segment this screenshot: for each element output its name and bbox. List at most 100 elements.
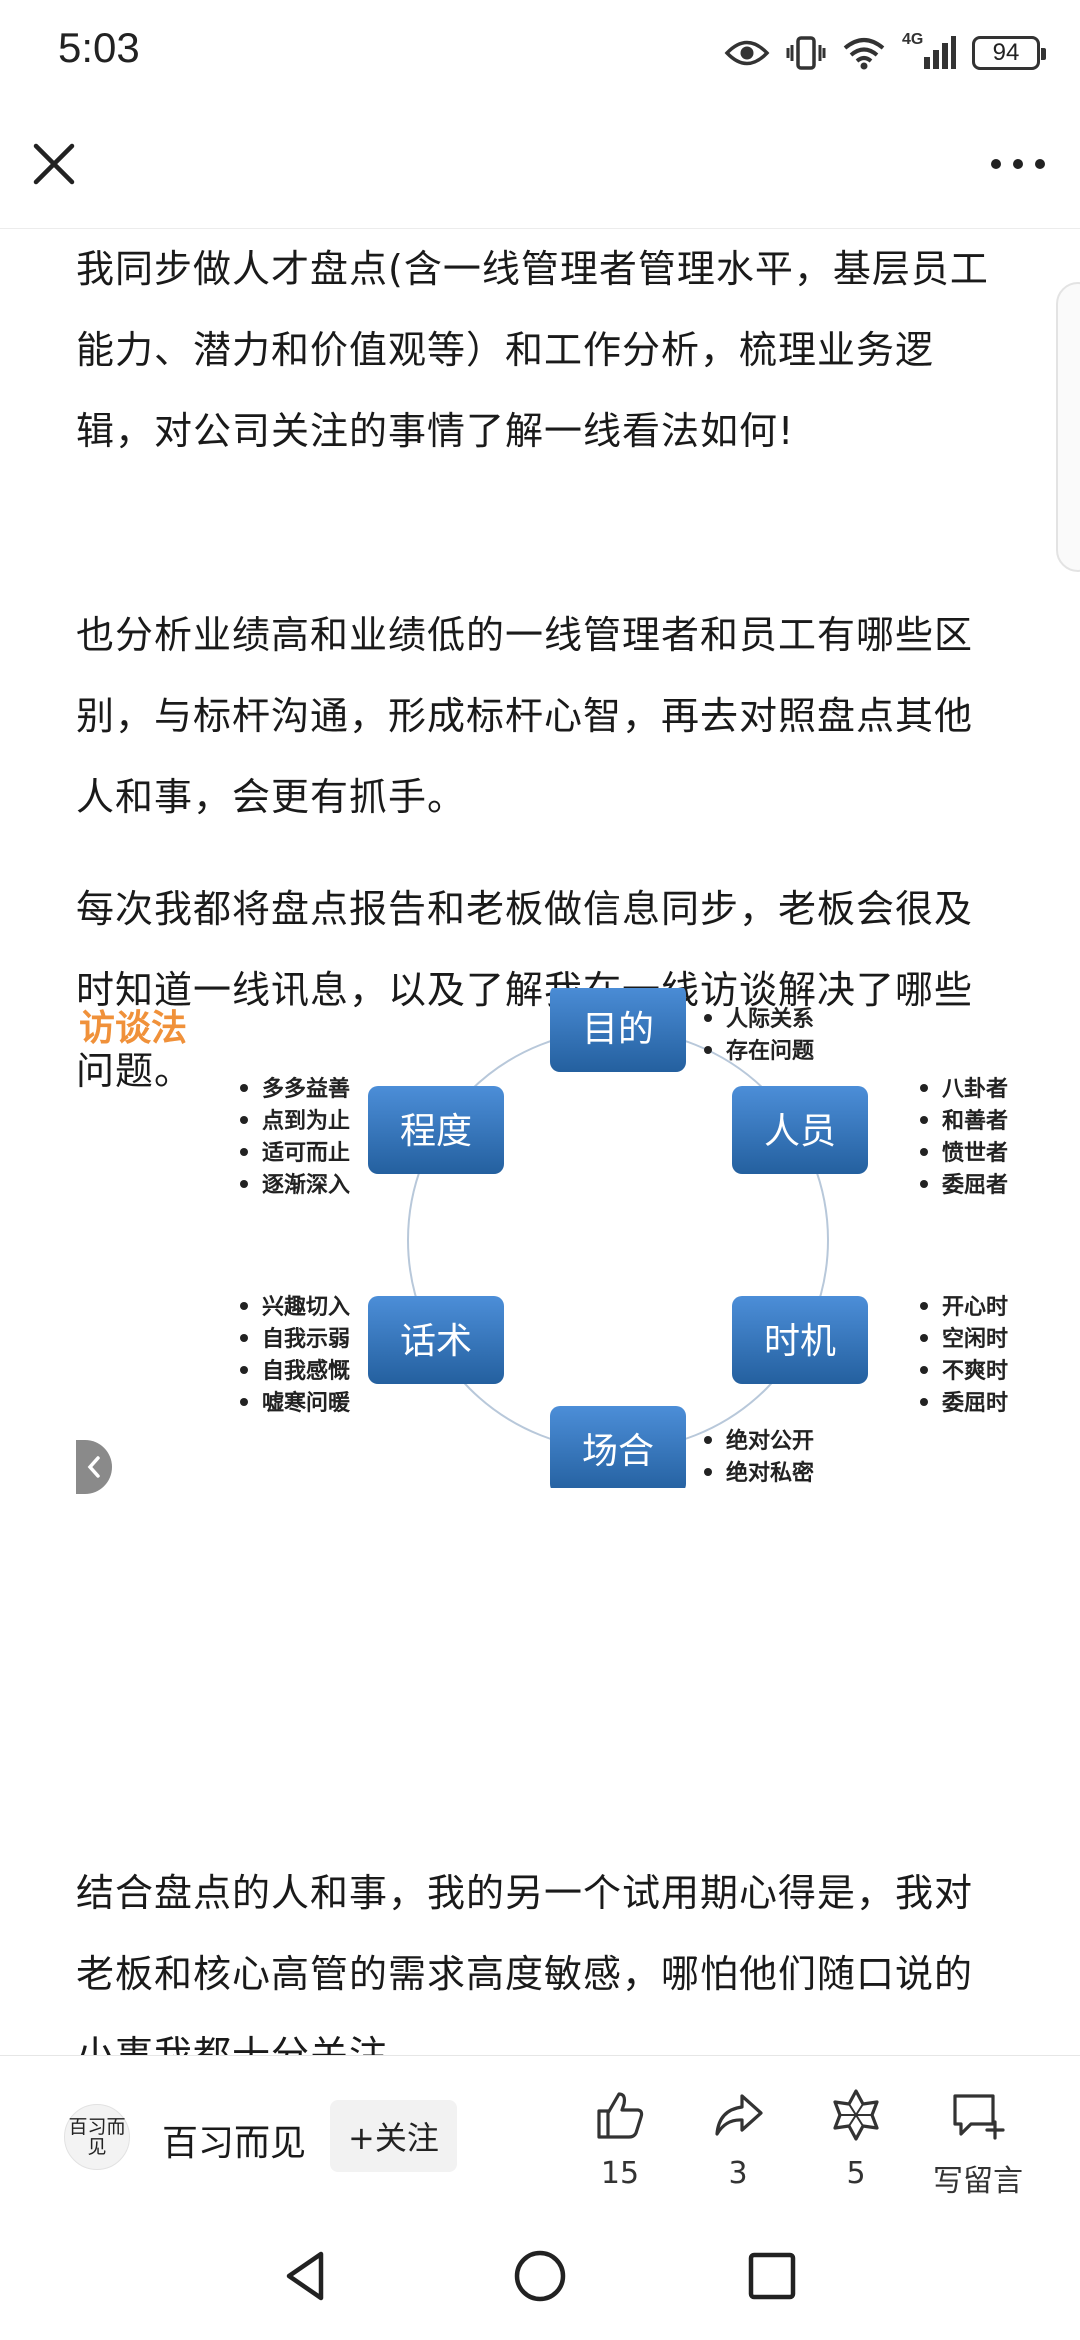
diagram-node-box xyxy=(732,1086,868,1174)
close-icon[interactable] xyxy=(26,136,82,192)
diagram-title: 访谈法 xyxy=(79,1008,187,1049)
back-triangle-icon[interactable] xyxy=(275,2244,339,2308)
diagram-bullet-text: 嘘寒问暖 xyxy=(262,1390,351,1416)
diagram-bullet-dot xyxy=(240,1366,248,1374)
diagram-node-box xyxy=(732,1296,868,1384)
diagram-node-box xyxy=(550,1406,686,1488)
diagram-node-box xyxy=(368,1086,504,1174)
diagram-bullet-dot xyxy=(240,1116,248,1124)
status-bar: 5:03 4G 94 xyxy=(0,0,1080,104)
status-time: 5:03 xyxy=(58,24,140,71)
diagram-bullet-dot xyxy=(920,1116,928,1124)
diagram-bullet-dot xyxy=(704,1046,712,1054)
diagram-bullet-text: 空闲时 xyxy=(942,1326,1008,1352)
avatar[interactable]: 百习而见 xyxy=(64,2104,130,2170)
diagram-bullet-dot xyxy=(240,1180,248,1188)
eye-icon xyxy=(724,40,770,66)
like-count: 15 xyxy=(600,2156,640,2191)
diagram-bullet-text: 存在问题 xyxy=(726,1038,815,1064)
share-button[interactable]: 3 xyxy=(678,2086,798,2206)
chevron-left-icon xyxy=(87,1456,100,1478)
collect-count: 5 xyxy=(846,2156,866,2191)
diagram-bullet-dot xyxy=(240,1302,248,1310)
diagram-bullet-text: 人际关系 xyxy=(726,1006,814,1032)
system-nav-bar xyxy=(0,2220,1080,2340)
diagram-node-label: 话术 xyxy=(400,1321,472,1362)
article-paragraph-4: 结合盘点的人和事，我的另一个试用期心得是，我对老板和核心高管的需求高度敏感，哪怕… xyxy=(76,1871,974,2055)
diagram-bullet-text: 绝对公开 xyxy=(726,1428,814,1454)
diagram-bullet-text: 愤世者 xyxy=(942,1140,1008,1166)
diagram-bullet-dot xyxy=(704,1468,712,1476)
signal-icon: 4G xyxy=(902,31,956,71)
home-circle-icon[interactable] xyxy=(508,2244,572,2308)
follow-button[interactable]: +关注 xyxy=(330,2100,457,2172)
network-type: 4G xyxy=(902,31,924,48)
diagram-node-label: 人员 xyxy=(764,1111,836,1152)
diagram-bullet-text: 八卦者 xyxy=(942,1076,1008,1102)
share-icon xyxy=(715,2094,763,2136)
diagram-bullet-dot xyxy=(920,1148,928,1156)
diagram-node-label: 目的 xyxy=(582,1009,654,1050)
like-button[interactable]: 15 xyxy=(560,2086,680,2206)
status-icons: 4G 94 xyxy=(724,30,1046,76)
diagram-node-box xyxy=(368,1296,504,1384)
article-paragraph-2: 也分析业绩高和业绩低的一线管理者和员工有哪些区别，与标杆沟通，形成标杆心智，再去… xyxy=(76,613,974,819)
diagram-bullet-text: 委屈时 xyxy=(942,1390,1008,1416)
diagram-bullet-text: 逐渐深入 xyxy=(262,1172,350,1198)
diagram-bullet-text: 开心时 xyxy=(942,1294,1008,1320)
comment-add-icon xyxy=(953,2094,1005,2140)
share-count: 3 xyxy=(728,2156,748,2191)
diagram-bullet-text: 和善者 xyxy=(942,1108,1008,1134)
author-name[interactable]: 百习而见 xyxy=(162,2123,307,2164)
diagram-node-box xyxy=(550,988,686,1072)
write-comment-label: 写留言 xyxy=(933,2164,1023,2199)
diagram-bullet-text: 委屈者 xyxy=(942,1172,1008,1198)
edge-floating-handle[interactable] xyxy=(1056,282,1080,572)
diagram-node-label: 程度 xyxy=(400,1111,472,1152)
diagram-bullet-text: 自我感慨 xyxy=(262,1358,350,1384)
more-dots-icon[interactable] xyxy=(986,152,1050,176)
star-icon xyxy=(833,2089,879,2141)
diagram-bullet-text: 不爽时 xyxy=(942,1358,1008,1384)
diagram-bullet-dot xyxy=(240,1398,248,1406)
thumbs-up-icon xyxy=(597,2092,644,2139)
write-comment-button[interactable]: 写留言 xyxy=(918,2086,1038,2206)
diagram-bullet-dot xyxy=(920,1366,928,1374)
diagram-bullet-text: 多多益善 xyxy=(262,1076,350,1102)
diagram-bullet-dot xyxy=(920,1334,928,1342)
vibrate-icon xyxy=(786,36,826,70)
diagram-bullet-dot xyxy=(920,1398,928,1406)
diagram-bullet-text: 适可而止 xyxy=(262,1140,350,1166)
diagram-node-label: 时机 xyxy=(764,1321,836,1362)
diagram-bullet-dot xyxy=(240,1334,248,1342)
diagram-node-label: 场合 xyxy=(582,1431,654,1472)
diagram-bullet-dot xyxy=(704,1436,712,1444)
nav-divider xyxy=(0,228,1080,229)
bottom-action-bar: 百习而见 百习而见 +关注 15 3 5 写留言 xyxy=(0,2055,1080,2220)
diagram-bullet-dot xyxy=(920,1302,928,1310)
wifi-icon xyxy=(843,38,885,70)
diagram-bullet-dot xyxy=(240,1084,248,1092)
article-paragraph-3: 每次我都将盘点报告和老板做信息同步，老板会很及时知道一线讯息，以及了解我在一线访… xyxy=(76,887,974,1093)
diagram-bullet-text: 兴趣切入 xyxy=(262,1294,350,1320)
diagram-bullet-dot xyxy=(920,1084,928,1092)
diagram-bullet-text: 自我示弱 xyxy=(262,1326,350,1352)
article-paragraph-1: 我同步做人才盘点(含一线管理者管理水平，基层员工能力、潜力和价值观等）和工作分析… xyxy=(76,247,989,453)
collect-button[interactable]: 5 xyxy=(796,2086,916,2206)
recents-square-icon[interactable] xyxy=(740,2244,804,2308)
diagram-bullet-dot xyxy=(920,1180,928,1188)
diagram-bullet-dot xyxy=(240,1148,248,1156)
diagram-bullet-text: 点到为止 xyxy=(262,1108,350,1134)
top-nav xyxy=(0,104,1080,228)
diagram-bullet-text: 绝对私密 xyxy=(726,1460,814,1486)
article-body[interactable]: 我同步做人才盘点(含一线管理者管理水平，基层员工能力、潜力和价值观等）和工作分析… xyxy=(0,229,1080,2055)
battery-indicator: 94 xyxy=(972,36,1046,70)
diagram-bullet-dot xyxy=(704,1014,712,1022)
